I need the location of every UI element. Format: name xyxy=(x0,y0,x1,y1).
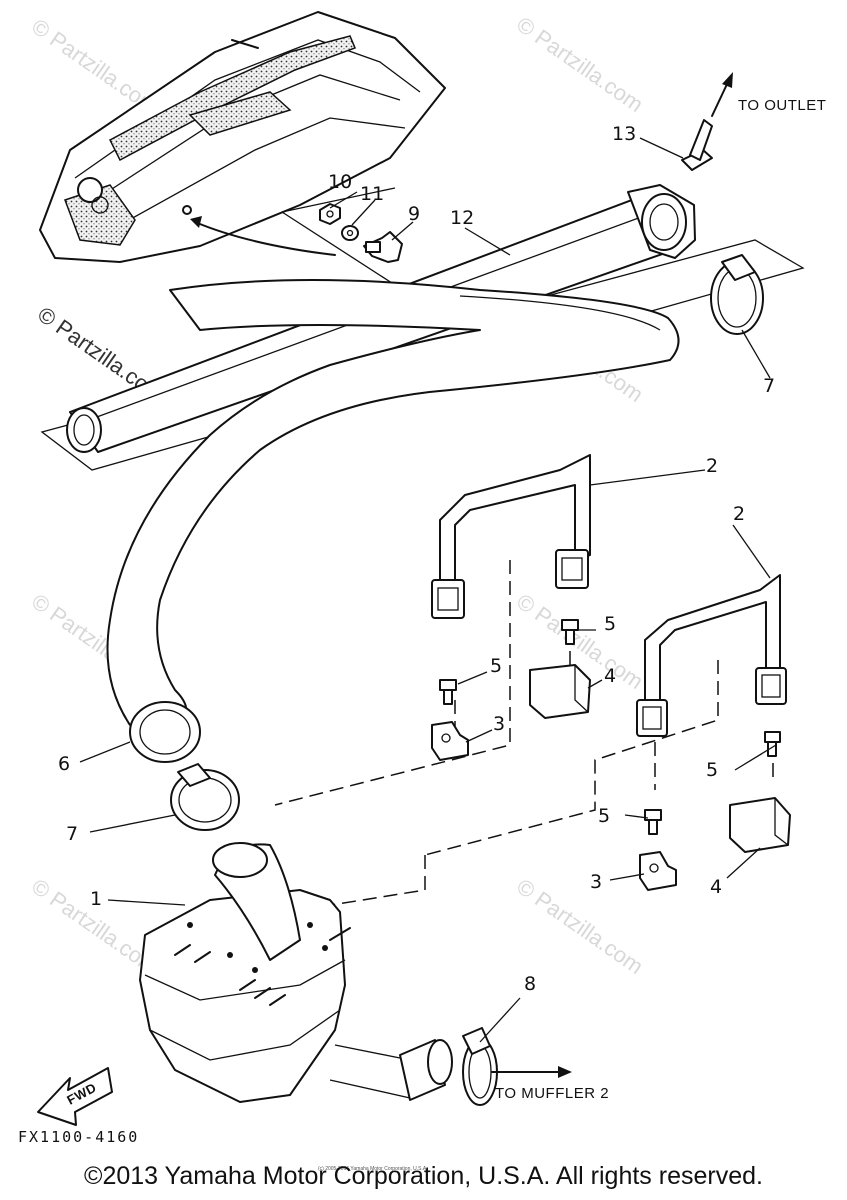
damper-block xyxy=(529,664,591,719)
bolt xyxy=(561,619,579,645)
callout-7: 7 xyxy=(66,823,78,845)
callout-3: 3 xyxy=(590,871,602,893)
small-copyright-watermark: (c) 2005-2016 Yamaha Motor Corporation, … xyxy=(318,1166,428,1172)
callout-10: 10 xyxy=(328,171,352,193)
damper-block xyxy=(729,797,791,853)
hose-clamp xyxy=(170,763,240,831)
callout-8: 8 xyxy=(524,973,536,995)
leader-lines xyxy=(79,137,777,1043)
callout-11: 11 xyxy=(360,183,384,205)
fwd-direction-arrow: FWD xyxy=(37,1067,113,1126)
bolt xyxy=(764,731,781,757)
callout-4: 4 xyxy=(604,665,616,687)
callout-3: 3 xyxy=(493,713,505,735)
callout-labels: 13 10 11 9 12 7 2 2 5 5 4 3 6 5 5 7 3 4 … xyxy=(58,123,775,995)
callout-5: 5 xyxy=(604,613,616,635)
diagram-code: FX1100-4160 xyxy=(18,1128,139,1146)
to-muffler-note: TO MUFFLER 2 xyxy=(495,1085,609,1102)
mounting-band-left xyxy=(431,454,591,619)
callout-2: 2 xyxy=(733,503,745,525)
callout-5: 5 xyxy=(706,759,718,781)
callout-6: 6 xyxy=(58,753,70,775)
bracket xyxy=(431,721,469,761)
to-outlet-note: TO OUTLET xyxy=(738,97,826,114)
bracket xyxy=(639,851,677,891)
callout-2: 2 xyxy=(706,455,718,477)
outlet-fitting xyxy=(681,72,733,171)
watermark: © Partzilla.com xyxy=(512,12,648,118)
watermark: © Partzilla.com xyxy=(512,874,648,980)
exhaust-hose xyxy=(106,279,680,763)
mounting-band-right xyxy=(636,574,787,737)
callout-5: 5 xyxy=(490,655,502,677)
hose-clamp xyxy=(462,1027,572,1106)
copyright-footer: ©2013 Yamaha Motor Corporation, U.S.A. A… xyxy=(84,1162,763,1190)
bolt xyxy=(644,809,662,835)
callout-13: 13 xyxy=(612,123,636,145)
callout-5: 5 xyxy=(598,805,610,827)
watercraft-hull-illustration xyxy=(39,11,446,263)
callout-7: 7 xyxy=(763,375,775,397)
muffler-body xyxy=(139,842,453,1103)
callout-12: 12 xyxy=(450,207,474,229)
bolt xyxy=(439,679,457,705)
hose-clamp xyxy=(710,254,764,335)
callout-1: 1 xyxy=(90,888,102,910)
callout-9: 9 xyxy=(408,203,420,225)
callout-4: 4 xyxy=(710,876,722,898)
